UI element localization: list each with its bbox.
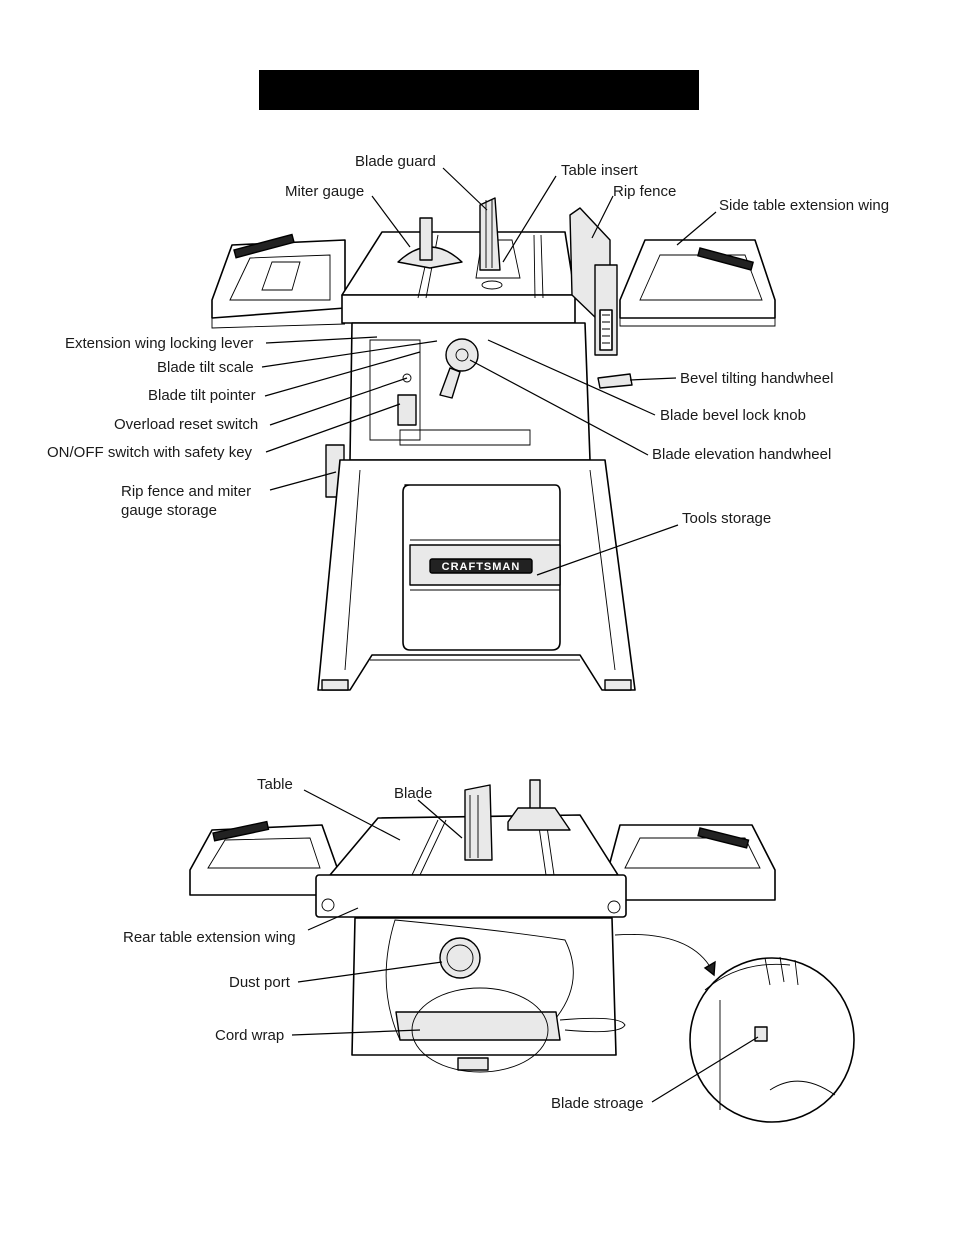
top-saw-illustration: CRAFTSMAN (211, 197, 776, 691)
callout-side-table-extension-wing: Side table extension wing (719, 197, 889, 214)
callout-miter-gauge: Miter gauge (285, 183, 364, 200)
callout-blade: Blade (394, 785, 432, 802)
section-title-bar (259, 70, 699, 110)
callout-cord-wrap: Cord wrap (215, 1027, 284, 1044)
callout-dust-port: Dust port (229, 974, 291, 991)
callout-rip-fence-miter-storage-line1: Rip fence and miter (121, 483, 251, 500)
callout-overload-reset-switch: Overload reset switch (114, 416, 258, 433)
callout-bevel-tilting-handwheel: Bevel tilting handwheel (680, 370, 833, 387)
callout-blade-storage: Blade stroage (551, 1095, 644, 1112)
callout-on-off-switch: ON/OFF switch with safety key (47, 444, 253, 461)
callout-table-insert: Table insert (561, 162, 639, 179)
top-leader-lines (261, 167, 717, 576)
bottom-callouts: Table Blade Rear table extension wing Du… (123, 776, 644, 1112)
callout-blade-tilt-scale: Blade tilt scale (157, 359, 254, 376)
bottom-saw-illustration (189, 779, 855, 1123)
callout-blade-guard: Blade guard (355, 153, 436, 170)
top-callouts: Blade guard Table insert Miter gauge Rip… (47, 153, 889, 527)
callout-blade-bevel-lock-knob: Blade bevel lock knob (660, 407, 806, 424)
callout-blade-elevation-handwheel: Blade elevation handwheel (652, 446, 831, 463)
bottom-leader-lines (291, 789, 759, 1103)
callout-blade-tilt-pointer: Blade tilt pointer (148, 387, 256, 404)
callout-table: Table (257, 776, 293, 793)
callout-rear-table-extension-wing: Rear table extension wing (123, 929, 296, 946)
brand-logo-text: CRAFTSMAN (442, 561, 521, 573)
callout-tools-storage: Tools storage (682, 510, 771, 527)
callout-rip-fence-miter-storage-line2: gauge storage (121, 502, 217, 519)
callout-extension-wing-locking-lever: Extension wing locking lever (65, 335, 253, 352)
callout-rip-fence: Rip fence (613, 183, 676, 200)
